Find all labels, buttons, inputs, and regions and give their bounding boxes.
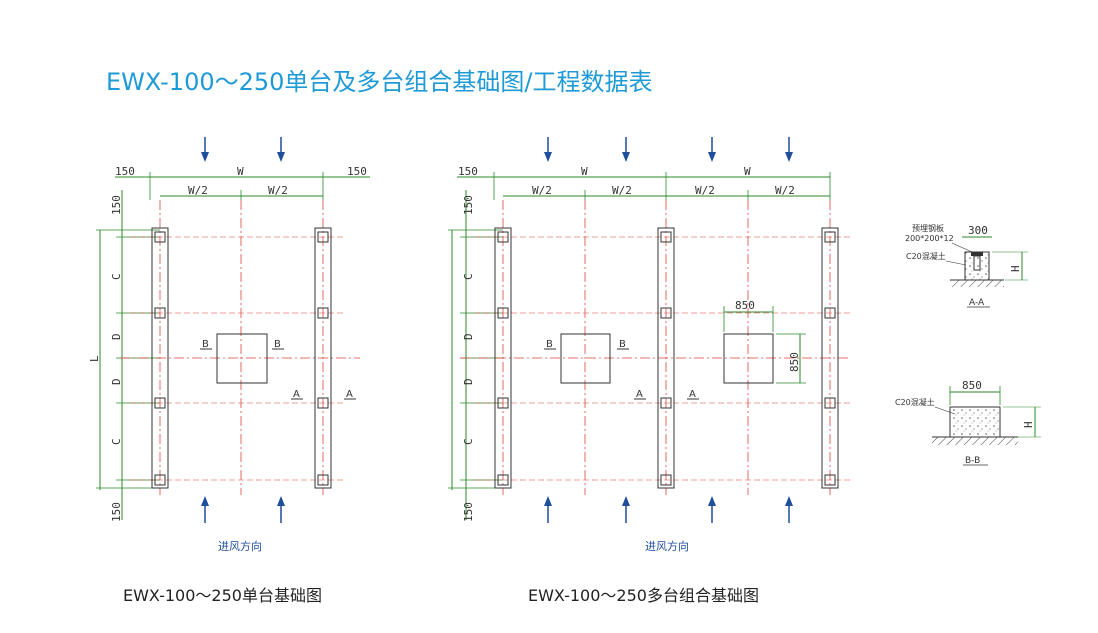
- section-mark-b-right: B: [619, 339, 626, 350]
- dim-c-lower: C: [110, 438, 123, 445]
- single-unit-plan: 150 W 150 W/2 W/2 150 C D D C 150 L: [88, 137, 370, 553]
- dim-150-top-right: 150: [347, 165, 367, 178]
- dim-w-2: W: [744, 165, 751, 178]
- concrete-label-bb: C20混凝土: [895, 397, 935, 407]
- dim-c-upper: C: [462, 273, 475, 280]
- dim-150-top-left: 150: [458, 165, 478, 178]
- dim-w2-3: W/2: [695, 184, 715, 197]
- dim-d-upper: D: [110, 333, 123, 340]
- dim-w2-4: W/2: [775, 184, 795, 197]
- dim-d-lower: D: [462, 378, 475, 385]
- dim-d-lower: D: [110, 378, 123, 385]
- dim-150-left-top: 150: [462, 195, 475, 215]
- dim-150-left-bottom: 150: [110, 502, 123, 522]
- dim-w2-2: W/2: [612, 184, 632, 197]
- dim-w2-1: W/2: [532, 184, 552, 197]
- dim-w-1: W: [581, 165, 588, 178]
- section-name-bb: B-B: [965, 456, 980, 466]
- caption-multi: EWX-100～250多台组合基础图: [528, 586, 759, 605]
- section-b-b: 850 C20混凝土 H B-B: [895, 379, 1041, 466]
- dim-850-bb: 850: [962, 379, 982, 392]
- dim-c-lower: C: [462, 438, 475, 445]
- airflow-label-single: 进风方向: [218, 539, 262, 553]
- section-mark-a-left: A: [293, 389, 300, 400]
- page-title: EWX-100～250单台及多台组合基础图/工程数据表: [106, 68, 653, 96]
- section-mark-a-left: A: [636, 389, 643, 400]
- dim-850-v: 850: [788, 352, 801, 372]
- section-mark-b-left: B: [202, 339, 209, 350]
- airflow-arrow-icon: [544, 137, 793, 162]
- section-mark-b-right: B: [274, 339, 281, 350]
- section-name-aa: A-A: [969, 298, 985, 308]
- multi-unit-plan: 150 W W W/2 W/2 W/2 W/2 150 C D D C 150: [448, 137, 850, 553]
- dim-c-upper: C: [110, 273, 123, 280]
- dim-h-bb: H: [1022, 421, 1035, 428]
- dim-150-left-top: 150: [110, 195, 123, 215]
- dim-150-left-bottom: 150: [462, 502, 475, 522]
- airflow-label-multi: 进风方向: [645, 539, 689, 553]
- dim-300: 300: [968, 224, 988, 237]
- section-mark-a-right: A: [689, 389, 696, 400]
- dim-850-h: 850: [735, 299, 755, 312]
- airflow-arrow-icon: [544, 496, 793, 523]
- dim-l: L: [88, 355, 101, 362]
- dim-w2-right: W/2: [268, 184, 288, 197]
- airflow-arrow-icon: [201, 137, 285, 162]
- embed-plate-size: 200*200*12: [905, 234, 954, 243]
- embed-plate-label: 预埋钢板: [912, 223, 944, 233]
- dim-h-aa: H: [1009, 265, 1022, 272]
- section-a-a: 预埋钢板 200*200*12 C20混凝土 300 H A-A: [905, 223, 1028, 308]
- dim-w2-left: W/2: [188, 184, 208, 197]
- caption-single: EWX-100～250单台基础图: [123, 586, 322, 605]
- dim-150-top-left: 150: [115, 165, 135, 178]
- dim-d-upper: D: [462, 333, 475, 340]
- section-mark-a-right: A: [346, 389, 353, 400]
- section-mark-b-left: B: [546, 339, 553, 350]
- dim-w: W: [237, 165, 244, 178]
- concrete-label-aa: C20混凝土: [906, 251, 946, 261]
- airflow-arrow-icon: [201, 496, 285, 523]
